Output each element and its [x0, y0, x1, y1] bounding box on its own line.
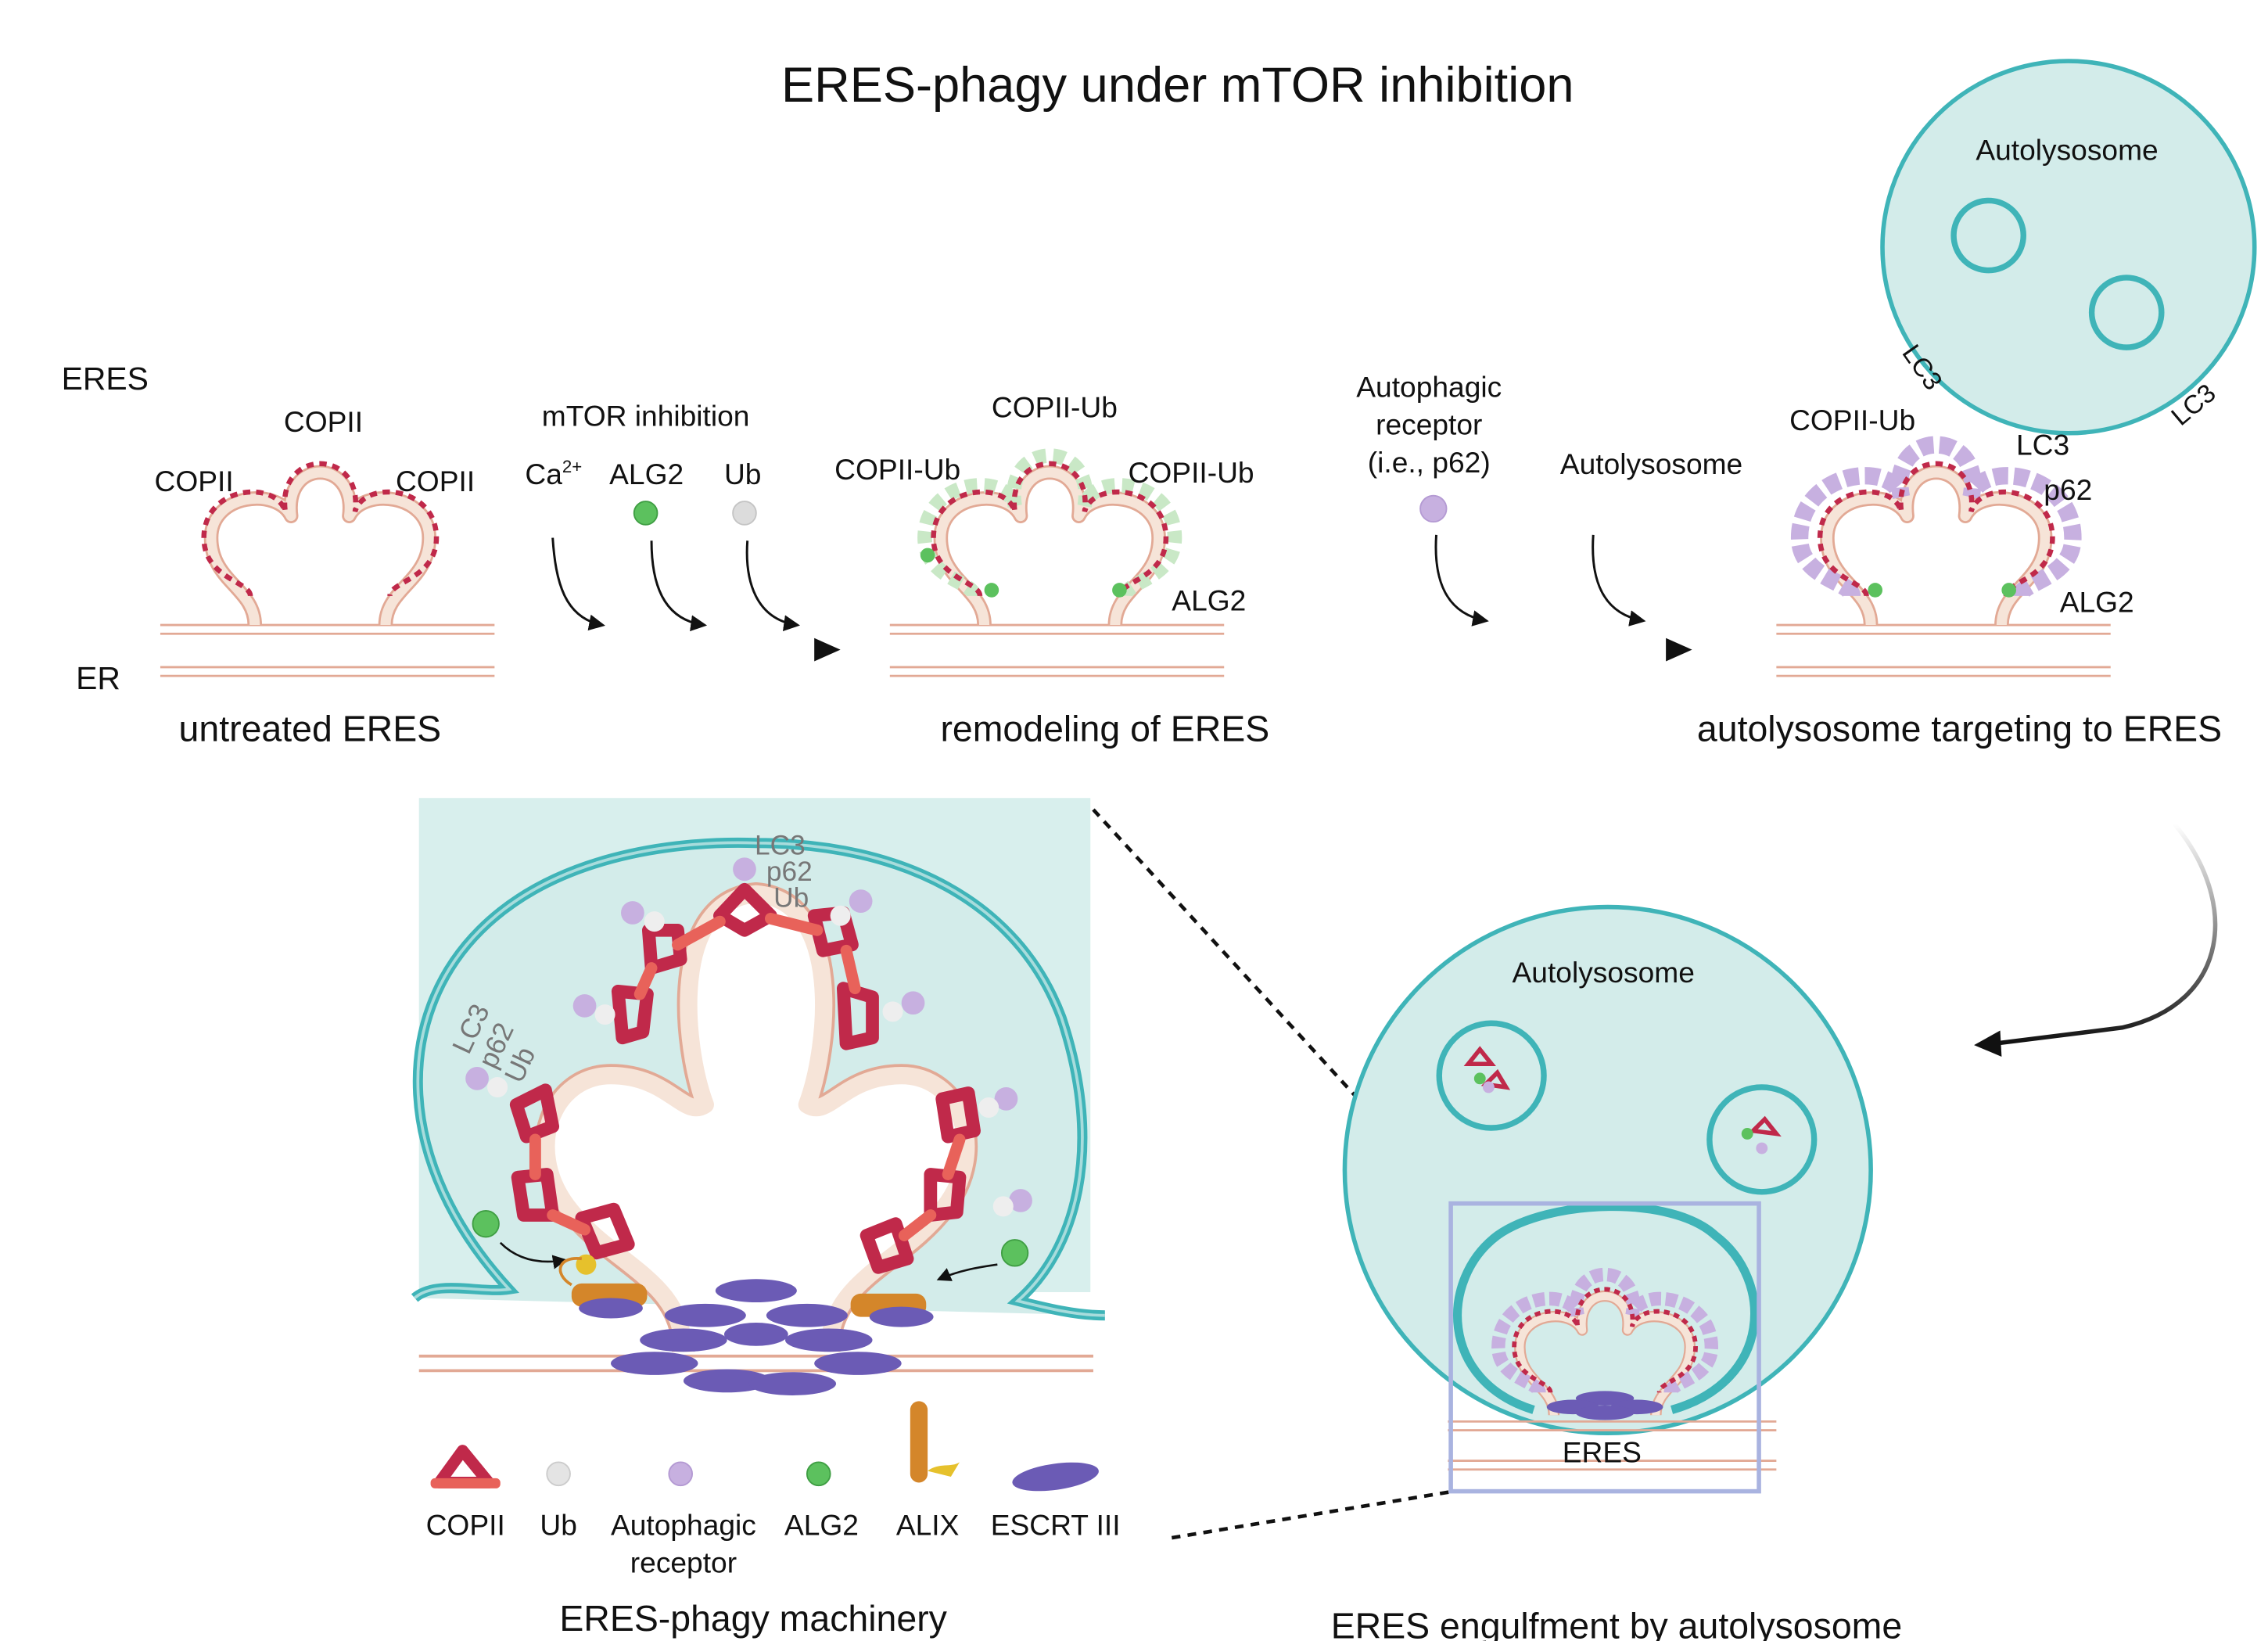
escrt-iii-zoom	[579, 1279, 934, 1395]
lc3-label-zoom-top: LC3	[755, 831, 806, 861]
curved-arrow-to-engulfment	[1993, 822, 2218, 1047]
step-receptor-recruitment: Autophagic receptor (i.e., p62) Autolyso…	[1356, 370, 1742, 662]
alg2-label-panel2: ALG2	[1172, 584, 1246, 616]
zoom-line-bottom	[1171, 1489, 1455, 1540]
receptor-icon-step2	[1419, 494, 1448, 523]
engulfing-membrane	[1453, 1202, 1760, 1414]
panel-remodeling-eres: COPII-Ub COPII-Ub COPII-Ub ALG2 remodeli…	[834, 390, 1269, 749]
autolysosome-label-step2: Autolysosome	[1560, 447, 1742, 480]
alg2-dot-2b	[1112, 583, 1127, 598]
legend: COPII Ub Autophagic receptor ALG2 ALIX	[426, 1401, 1121, 1579]
autolysosome-vesicle-b	[2088, 275, 2165, 350]
calcium-label: Ca2+	[525, 457, 582, 490]
copii-coat-2	[931, 461, 1169, 597]
lc3-label-c: LC3	[2016, 429, 2069, 461]
ub-curve-arrow	[745, 540, 800, 631]
panel-untreated-eres: ERES ER COPII COPII COPII untreated ERES	[62, 361, 495, 749]
copii-label-top: COPII	[284, 405, 363, 438]
alg2-dot-2a	[984, 583, 999, 598]
escrt-iii-engulf	[1546, 1391, 1663, 1420]
caption-eres-phagy-machinery: ERES-phagy machinery	[559, 1598, 947, 1639]
svg-text:Autophagic: Autophagic	[611, 1508, 756, 1541]
panel-autolysosome-targeting: Autolysosome LC3 LC3 COPII-Ub LC3 p62 AL…	[1697, 59, 2257, 749]
er-row-label: ER	[76, 660, 120, 696]
alg2-label-panel3: ALG2	[2060, 585, 2134, 618]
legend-alix: ALIX	[896, 1401, 960, 1541]
mtor-inhibition-label: mTOR inhibition	[542, 399, 750, 432]
receptor-label-line2: receptor	[1376, 408, 1482, 441]
copii-ub-label-panel3: COPII-Ub	[1789, 404, 1915, 436]
eres-row-label: ERES	[62, 361, 149, 397]
autolysosome-circle-top	[1880, 59, 2257, 436]
engulfed-vesicle-b	[1706, 1084, 1818, 1195]
p62-label-panel3: p62	[2044, 473, 2092, 506]
svg-text:ALIX: ALIX	[896, 1508, 960, 1541]
copii-ub-label-left: COPII-Ub	[834, 453, 960, 486]
er-membrane-2	[889, 623, 1225, 677]
alg2-label-step1: ALG2	[609, 458, 684, 490]
copii-coat-3	[1817, 461, 2055, 597]
eres-bud-1	[201, 461, 440, 625]
receptor-label-line3: (i.e., p62)	[1368, 446, 1491, 479]
calcium-curve-arrow	[551, 537, 605, 631]
eres-label-engulf: ERES	[1563, 1435, 1642, 1468]
autolysosome-label-bottom: Autolysosome	[1513, 956, 1695, 989]
autolysosome-vesicle-a	[1950, 197, 2026, 274]
svg-text:COPII: COPII	[426, 1508, 505, 1541]
er-membrane-3	[1776, 623, 2111, 677]
er-membrane-1	[160, 623, 495, 677]
svg-text:receptor: receptor	[630, 1546, 737, 1579]
caption-untreated-eres: untreated ERES	[179, 709, 442, 749]
legend-copii: COPII	[426, 1445, 505, 1541]
svg-text:ESCRT III: ESCRT III	[991, 1508, 1121, 1541]
legend-autophagic-receptor: Autophagic receptor	[611, 1461, 756, 1579]
copii-ub-label-top: COPII-Ub	[992, 390, 1118, 423]
copii-label-left: COPII	[155, 465, 234, 497]
alg2-curve-arrow	[650, 540, 708, 632]
receptor-dots-zoom	[465, 857, 1032, 1217]
legend-ub: Ub	[540, 1461, 577, 1541]
svg-text:Ub: Ub	[540, 1508, 577, 1541]
receptor-ring-3	[1790, 436, 2082, 599]
p62-label-zoom-top: p62	[766, 856, 813, 887]
caption-eres-engulfment: ERES engulfment by autolysosome	[1331, 1605, 1902, 1641]
ub-label-step1: Ub	[724, 458, 762, 490]
copii-links-zoom	[529, 913, 966, 1241]
eres-bud-3	[1790, 436, 2082, 625]
autolysosome-label-top: Autolysosome	[1976, 133, 2158, 166]
receptor-label-line1: Autophagic	[1356, 370, 1502, 403]
step-mtor-inhibition: mTOR inhibition Ca2+ ALG2 Ub	[525, 399, 841, 662]
legend-alg2: ALG2	[784, 1461, 859, 1541]
ub-ring-2	[917, 448, 1182, 598]
alg2-icon-zoom-left	[472, 1210, 500, 1238]
engulfed-vesicle-a	[1436, 1020, 1547, 1131]
er-membrane-zoom	[418, 1354, 1093, 1373]
caption-remodeling-eres: remodeling of ERES	[940, 709, 1269, 749]
caption-autolysosome-targeting: autolysosome targeting to ERES	[1697, 709, 2222, 749]
ub-label-zoom-top: Ub	[773, 883, 809, 914]
eres-bud-2	[917, 448, 1182, 625]
figure-title: ERES-phagy under mTOR inhibition	[781, 58, 1574, 113]
autolysosome-curve-arrow	[1592, 534, 1646, 627]
alg2-dot-2c	[920, 548, 935, 563]
eres-bud-engulf	[1491, 1267, 1719, 1415]
copii-ub-label-right: COPII-Ub	[1129, 456, 1254, 489]
ub-icon-step1	[732, 501, 757, 526]
panel-eres-engulfment: Autolysosome	[1331, 904, 1902, 1641]
svg-text:ALG2: ALG2	[784, 1508, 859, 1541]
zoom-frame	[1448, 1201, 1761, 1494]
copii-coat-1	[201, 461, 440, 597]
alg2-icon-step1	[633, 501, 659, 526]
panel-eres-phagy-machinery: LC3 p62 Ub LC3 p62 Ub	[411, 798, 1121, 1639]
er-membrane-engulf	[1448, 1420, 1777, 1471]
copii-label-right: COPII	[396, 465, 475, 497]
alg2-icon-zoom-right	[1000, 1239, 1029, 1267]
receptor-curve-arrow	[1434, 534, 1489, 627]
legend-escrt-iii: ESCRT III	[991, 1462, 1121, 1541]
